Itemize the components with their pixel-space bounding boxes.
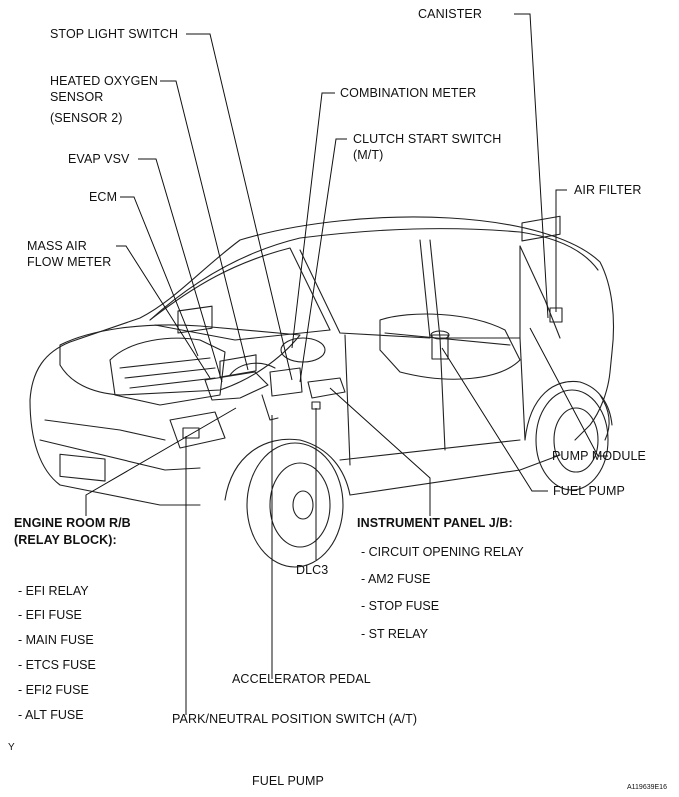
- ecm-unit: [177, 305, 213, 334]
- park-neutral-switch-unit: [182, 427, 200, 439]
- leader-canister: [514, 13, 549, 319]
- label-mass-air-flow-meter-line1: MASS AIR: [27, 239, 87, 253]
- vehicle-body-outline: [29, 216, 614, 441]
- label-combination-meter: COMBINATION METER: [340, 86, 477, 100]
- leader-air-filter: [555, 189, 567, 312]
- leader-pump-module: [529, 327, 608, 457]
- leader-evap-vsv: [138, 158, 223, 383]
- leader-mass-air-flow-meter: [116, 245, 211, 379]
- label-heated-oxygen-sensor-line3: (SENSOR 2): [50, 111, 123, 125]
- dlc3-connector: [311, 401, 321, 410]
- front-wheel-arch: [224, 438, 351, 501]
- label-air-filter: AIR FILTER: [574, 183, 642, 197]
- fuel-tank: [379, 313, 521, 380]
- engine-room-relay-block: [219, 354, 257, 378]
- front-bumper: [29, 399, 201, 506]
- label-fuel-pump: FUEL PUMP: [553, 484, 625, 498]
- figure-code: A119639E16: [627, 784, 667, 791]
- headlight: [169, 411, 226, 449]
- label-park-neutral-switch: PARK/NEUTRAL POSITION SWITCH (A/T): [172, 712, 418, 726]
- engine-room-rb-item: - MAIN FUSE: [18, 633, 94, 647]
- side-window-front: [299, 239, 431, 339]
- label-clutch-start-switch-line2: (M/T): [353, 148, 384, 162]
- leader-clutch-start-switch: [299, 138, 347, 383]
- instrument-panel-jb-item: - AM2 FUSE: [361, 572, 431, 586]
- fuel-pump-module: [431, 334, 449, 360]
- label-accelerator-pedal: ACCELERATOR PEDAL: [232, 672, 371, 686]
- engine-room-rb-item: - EFI FUSE: [18, 608, 82, 622]
- engine-block: [109, 337, 226, 406]
- intake-duct: [204, 371, 269, 401]
- page-mark: Y: [8, 742, 15, 753]
- instrument-panel-jb-item: - STOP FUSE: [361, 599, 440, 613]
- rear-wheel-arch: [524, 380, 613, 441]
- leader-fuel-pump: [441, 347, 548, 492]
- front-wheel: [246, 442, 344, 568]
- hood: [59, 324, 301, 396]
- instrument-panel-jb-title: INSTRUMENT PANEL J/B:: [357, 516, 513, 530]
- vehicle-illustration: [29, 215, 614, 568]
- canister-unit: [521, 215, 561, 242]
- leader-instrument-panel-jb: [329, 387, 431, 516]
- label-stop-light-switch: STOP LIGHT SWITCH: [50, 27, 179, 41]
- accelerator-pedal-unit: [261, 394, 279, 421]
- leader-combination-meter: [291, 92, 335, 349]
- leader-stop-light-switch: [186, 33, 293, 381]
- side-window-rear: [429, 239, 521, 339]
- rear-wheel: [535, 389, 609, 491]
- figure-caption: FUEL PUMP: [252, 774, 324, 788]
- engine-room-rb-item: - ETCS FUSE: [18, 658, 96, 672]
- roof-line: [149, 228, 599, 321]
- engine-room-rb-title-line1: ENGINE ROOM R/B: [14, 516, 131, 530]
- engine-room-rb-item: - EFI2 FUSE: [18, 683, 89, 697]
- label-clutch-start-switch-line1: CLUTCH START SWITCH: [353, 132, 502, 146]
- side-sill: [349, 454, 561, 496]
- leader-engine-room-rb: [85, 407, 237, 516]
- instrument-panel-jb-item: - ST RELAY: [361, 627, 428, 641]
- door-line: [344, 334, 351, 466]
- engine-room-rb-item: - EFI RELAY: [18, 584, 89, 598]
- instrument-panel-junction-block: [307, 377, 346, 399]
- leader-lines: [85, 13, 608, 715]
- leader-ecm: [120, 196, 199, 357]
- front-grille: [59, 453, 106, 482]
- label-canister: CANISTER: [418, 7, 483, 21]
- label-heated-oxygen-sensor-line2: SENSOR: [50, 90, 104, 104]
- leader-heated-oxygen-sensor: [160, 80, 249, 371]
- engine-room-rb-title-line2: (RELAY BLOCK):: [14, 533, 117, 547]
- label-evap-vsv: EVAP VSV: [68, 152, 130, 166]
- label-pump-module: PUMP MODULE: [552, 449, 646, 463]
- instrument-panel-jb-item: - CIRCUIT OPENING RELAY: [361, 545, 524, 559]
- label-ecm: ECM: [89, 190, 118, 204]
- label-dlc3: DLC3: [296, 563, 329, 577]
- windshield: [149, 247, 331, 331]
- engine-room-rb-item: - ALT FUSE: [18, 708, 84, 722]
- label-mass-air-flow-meter-line2: FLOW METER: [27, 255, 112, 269]
- label-heated-oxygen-sensor-line1: HEATED OXYGEN: [50, 74, 159, 88]
